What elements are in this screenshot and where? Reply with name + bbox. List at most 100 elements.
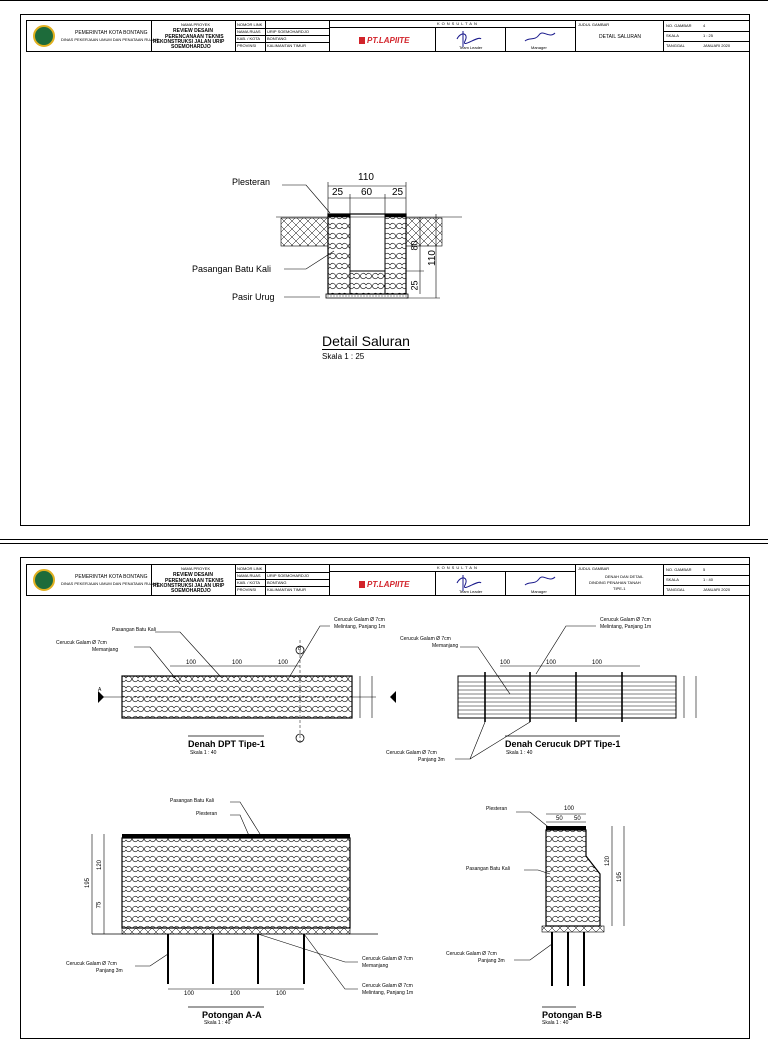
title-block: PEMERINTAH KOTA BONTANG DINAS PEKERJAAN …: [26, 564, 750, 596]
consultant-logo-icon: [359, 37, 365, 44]
sheet-title-1: DENAH DAN DETAIL: [605, 574, 644, 579]
org-line-1: PEMERINTAH KOTA BONTANG: [75, 30, 148, 36]
project-name-3: REKONSTRUKSI JALAN URIP: [153, 39, 225, 45]
dim-50: 50: [574, 816, 581, 822]
label-batu-kali: Pasangan Batu Kali: [192, 264, 272, 274]
info-value: KALIMANTAN TIMUR: [267, 587, 306, 592]
info-label: PROVINSI: [237, 587, 257, 592]
label-cerucuk-3m-1: Cerucuk Galam Ø 7cm: [386, 750, 437, 756]
city-logo: [33, 25, 55, 47]
info-label: NAMA RUAS: [237, 29, 261, 34]
label-batu-kali: Pasangan Batu Kali: [466, 866, 510, 872]
signature-label: Team Leader: [459, 589, 483, 594]
dim-left: 25: [332, 187, 344, 198]
project-name-4: SOEMOHARDJO: [171, 44, 211, 50]
signature-label: Manager: [531, 45, 547, 50]
meta-label: TANGGAL: [666, 587, 685, 592]
info-label: KAB. / KOTA: [237, 36, 261, 41]
project-name-1: REVIEW DESAIN: [173, 28, 214, 34]
meta-label: NO. GAMBAR: [666, 567, 692, 572]
label-plesteran: Plesteran: [486, 806, 508, 812]
drawing-scale: Skala 1 : 25: [322, 352, 365, 361]
label-batu-kali: Pasangan Batu Kali: [170, 798, 214, 804]
potongan-b-title: Potongan B-B: [542, 1010, 602, 1020]
meta-value: 1 : 40: [703, 577, 714, 582]
label-cerucuk-memanjang-1: Cerucuk Galam Ø 7cm: [362, 956, 413, 962]
label-cerucuk-memanjang-2: Memanjang: [362, 963, 389, 969]
project-name-1: REVIEW DESAIN: [173, 572, 214, 578]
project-header: NAMA PROYEK: [181, 22, 211, 27]
dim-right: 25: [392, 187, 404, 198]
dim-120: 120: [605, 855, 612, 867]
dim-100: 100: [546, 660, 557, 666]
dim-v2: 25: [409, 280, 420, 291]
info-value: BONTANG: [267, 580, 287, 585]
section-label-a: A: [98, 687, 102, 693]
consultant-cell: KONSULTAN PT.LAPIITE Team Leader Manager: [329, 21, 576, 51]
sheet-title-3: TIPE-1: [613, 586, 626, 591]
dim-100: 100: [278, 660, 289, 666]
label-cerucuk-melintang-1: Cerucuk Galam Ø 7cm: [362, 983, 413, 989]
title-block: PEMERINTAH KOTA BONTANG DINAS PEKERJAAN …: [26, 20, 750, 52]
project-header: NAMA PROYEK: [181, 566, 211, 571]
sheet-header: JUDUL GAMBAR: [578, 566, 610, 571]
project-name-3: REKONSTRUKSI JALAN URIP: [153, 583, 225, 589]
meta-label: SKALA: [666, 33, 679, 38]
section-marker-a-right: [390, 691, 396, 703]
meta-label: SKALA: [666, 577, 679, 582]
potongan-a-title: Potongan A-A: [202, 1010, 262, 1020]
dim-total: 110: [426, 250, 438, 266]
sheet-title-2: DINDING PENAHAN TANAH: [589, 580, 641, 585]
org-cell: PEMERINTAH KOTA BONTANG DINAS PEKERJAAN …: [27, 565, 159, 595]
info-values-cell: URIP SOEMOHARDJO BONTANG KALIMANTAN TIMU…: [265, 565, 330, 595]
section-marker-b-bottom: [295, 733, 305, 743]
dim-120: 120: [97, 859, 104, 871]
consultant-header: KONSULTAN: [437, 565, 479, 570]
denah-dpt-plan: [121, 675, 353, 719]
org-cell: PEMERINTAH KOTA BONTANG DINAS PEKERJAAN …: [27, 21, 159, 51]
info-value: BONTANG: [267, 36, 287, 41]
sheet-title-cell: JUDUL GAMBAR DENAH DAN DETAIL DINDING PE…: [575, 565, 664, 595]
project-name-2: PERENCANAAN TEKNIS: [165, 578, 224, 584]
label-batu-kali: Pasangan Batu Kali: [112, 627, 156, 633]
dim-100: 100: [564, 806, 575, 812]
info-values-cell: URIP SOEMOHARDJO BONTANG KALIMANTAN TIMU…: [265, 21, 330, 51]
dim-100: 100: [232, 660, 243, 666]
label-cerucuk-memanjang-2: Memanjang: [432, 643, 459, 649]
dim-50: 50: [556, 816, 563, 822]
meta-value: 4: [703, 23, 706, 28]
label-cerucuk-melintang-2: Melintang, Panjang 1m: [334, 624, 386, 630]
label-plesteran: Plesteran: [196, 811, 218, 817]
dim-100: 100: [592, 660, 603, 666]
dim-75: 75: [96, 901, 103, 909]
sheet-title: DETAIL SALURAN: [599, 34, 641, 40]
dim-100: 100: [184, 991, 195, 997]
org-line-1: PEMERINTAH KOTA BONTANG: [75, 574, 148, 580]
project-cell: NAMA PROYEK REVIEW DESAIN PERENCANAAN TE…: [151, 565, 236, 595]
label-cerucuk-3m-1: Cerucuk Galam Ø 7cm: [446, 951, 497, 957]
signatures: [456, 31, 556, 47]
label-cerucuk-memanjang-2: Memanjang: [92, 647, 119, 653]
project-name-4: SOEMOHARDJO: [171, 588, 211, 594]
label-cerucuk-melintang-1: Cerucuk Galam Ø 7cm: [334, 617, 385, 623]
denah-title: Denah DPT Tipe-1: [188, 739, 265, 749]
denah-scale: Skala 1 : 40: [190, 750, 217, 756]
info-label: NAMA RUAS: [237, 573, 261, 578]
meta-label: TANGGAL: [666, 43, 685, 48]
consultant-name: PT.LAPIITE: [367, 36, 410, 45]
consultant-header: KONSULTAN: [437, 21, 479, 26]
section-label-b: B: [298, 646, 302, 652]
label-cerucuk-melintang-1: Cerucuk Galam Ø 7cm: [600, 617, 651, 623]
signature-label: Team Leader: [459, 45, 483, 50]
org-line-2: DINAS PEKERJAAN UMUM DAN PENATAAN RUANG: [61, 37, 159, 42]
dim-100: 100: [500, 660, 511, 666]
dim-100: 100: [230, 991, 241, 997]
dim-100: 100: [276, 991, 287, 997]
meta-value: JANUARI 2020: [703, 587, 731, 592]
detail-saluran-drawing: [276, 182, 462, 299]
section-marker-a-left: [98, 691, 104, 703]
label-cerucuk-3m-2: Panjang 3m: [418, 757, 445, 763]
dim-top: 110: [358, 172, 374, 183]
info-label: NOMOR LINK: [237, 22, 263, 27]
meta-value: 5: [703, 567, 706, 572]
